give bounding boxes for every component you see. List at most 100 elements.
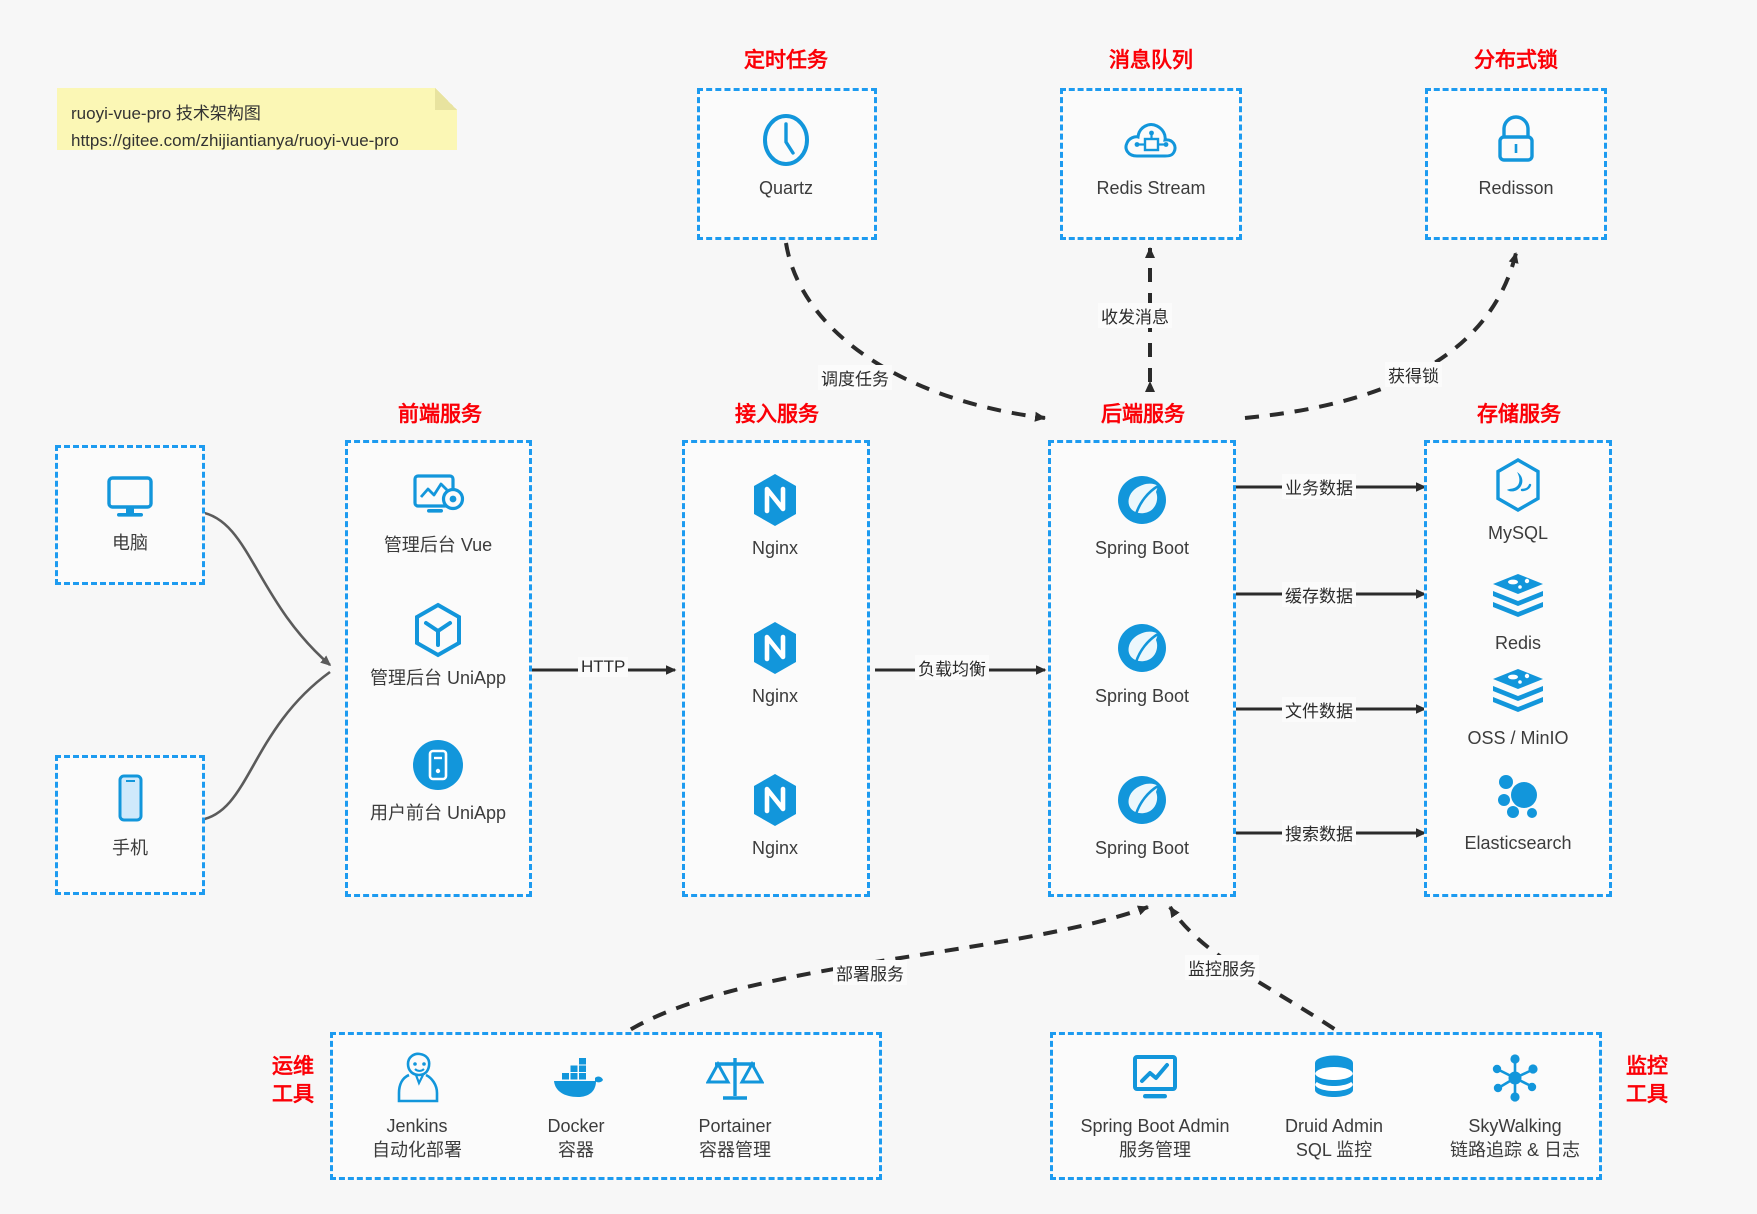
edge-acquire-lock [1244, 252, 1519, 420]
group-box-mq [1060, 88, 1242, 240]
node-label: Redis Stream [1096, 178, 1206, 198]
scales-icon [706, 1048, 764, 1108]
node-mobile[interactable]: 手机 [50, 770, 210, 860]
edge-label-load-balance: 负载均衡 [915, 655, 989, 680]
spring-icon [1114, 470, 1170, 530]
node-admin-uniapp[interactable]: 管理后台 UniApp [358, 600, 518, 690]
node-label: Elasticsearch [1464, 833, 1572, 853]
node-sublabel: 容器 [558, 1140, 594, 1160]
edge-label-search-data: 搜索数据 [1282, 820, 1356, 845]
node-label: Spring Boot [1094, 538, 1190, 558]
spring-icon [1114, 770, 1170, 830]
group-title-monitor-line1: 监控 [1626, 1055, 1668, 1078]
cube-icon [411, 600, 465, 660]
group-title-gateway: 接入服务 [735, 403, 819, 426]
node-spring-boot-admin[interactable]: Spring Boot Admin 服务管理 [1065, 1048, 1245, 1162]
edge-label-schedule-task: 调度任务 [818, 365, 892, 390]
node-label: MySQL [1487, 523, 1548, 543]
node-user-uniapp[interactable]: 用户前台 UniApp [358, 735, 518, 825]
node-springboot-1[interactable]: Spring Boot [1062, 470, 1222, 560]
node-redis[interactable]: Redis [1438, 565, 1598, 655]
node-springboot-3[interactable]: Spring Boot [1062, 770, 1222, 860]
group-title-backend: 后端服务 [1101, 403, 1185, 426]
node-mysql[interactable]: MySQL [1438, 455, 1598, 545]
node-label: 电脑 [112, 533, 148, 553]
node-label: 管理后台 Vue [383, 535, 493, 555]
node-pc[interactable]: 电脑 [50, 465, 210, 555]
node-label: Nginx [751, 538, 799, 558]
desktop-icon [101, 465, 159, 525]
node-sublabel: 容器管理 [699, 1140, 771, 1160]
node-label: Quartz [758, 178, 814, 198]
nginx-icon [749, 618, 801, 678]
node-quartz[interactable]: Quartz [706, 110, 866, 200]
node-oss-minio[interactable]: OSS / MinIO [1438, 660, 1598, 750]
redis-stack-icon [1489, 660, 1547, 720]
mobile-app-icon [410, 735, 466, 795]
dashboard-icon [408, 467, 468, 527]
node-label: Jenkins [386, 1116, 448, 1136]
nginx-icon [749, 470, 801, 530]
group-title-monitor: 监控 工具 [1612, 1053, 1682, 1109]
edge-pc-to-frontend [199, 510, 332, 666]
edge-label-http: HTTP [578, 657, 629, 677]
group-title-devops-line1: 运维 [272, 1055, 314, 1078]
jenkins-icon [390, 1048, 444, 1108]
node-sublabel: 服务管理 [1119, 1140, 1191, 1160]
phone-icon [110, 770, 150, 830]
node-label: OSS / MinIO [1467, 728, 1569, 748]
group-box-devops [330, 1032, 882, 1180]
mysql-icon [1492, 455, 1544, 515]
group-title-devops-line2: 工具 [272, 1083, 314, 1106]
group-box-storage [1424, 440, 1612, 897]
edge-label-cache-data: 缓存数据 [1282, 582, 1356, 607]
group-title-scheduler: 定时任务 [744, 49, 828, 72]
node-label: Druid Admin [1284, 1116, 1384, 1136]
note-line-2: https://gitee.com/zhijiantianya/ruoyi-vu… [71, 131, 399, 150]
edge-label-business-data: 业务数据 [1282, 474, 1356, 499]
docker-icon [546, 1048, 606, 1108]
node-redisson[interactable]: Redisson [1436, 110, 1596, 200]
node-label: Docker [547, 1116, 605, 1136]
group-box-lock [1425, 88, 1607, 240]
node-label: 用户前台 UniApp [369, 803, 507, 823]
edge-mobile-to-frontend [199, 670, 331, 822]
edge-schedule-task [784, 242, 1046, 422]
node-label: Portainer [698, 1116, 772, 1136]
edge-label-acquire-lock: 获得锁 [1385, 362, 1442, 387]
nginx-icon [749, 770, 801, 830]
database-icon [1307, 1048, 1361, 1108]
node-label: 手机 [112, 838, 148, 858]
node-jenkins[interactable]: Jenkins 自动化部署 [337, 1048, 497, 1162]
node-label: Nginx [751, 686, 799, 706]
group-title-devops: 运维 工具 [258, 1053, 328, 1109]
node-label: Redisson [1478, 178, 1554, 198]
node-sublabel: SQL 监控 [1295, 1140, 1373, 1160]
node-nginx-1[interactable]: Nginx [695, 470, 855, 560]
node-druid-admin[interactable]: Druid Admin SQL 监控 [1254, 1048, 1414, 1162]
group-title-storage: 存储服务 [1477, 403, 1561, 426]
group-title-lock: 分布式锁 [1474, 49, 1558, 72]
node-elasticsearch[interactable]: Elasticsearch [1438, 765, 1598, 855]
monitor-chart-icon [1127, 1048, 1183, 1108]
node-redis-stream[interactable]: Redis Stream [1071, 110, 1231, 200]
edge-label-send-receive-msg: 收发消息 [1098, 303, 1172, 328]
node-nginx-3[interactable]: Nginx [695, 770, 855, 860]
node-label: SkyWalking [1468, 1116, 1562, 1136]
group-title-frontend: 前端服务 [398, 403, 482, 426]
node-springboot-2[interactable]: Spring Boot [1062, 618, 1222, 708]
node-sublabel: 链路追踪 & 日志 [1449, 1140, 1580, 1160]
node-portainer[interactable]: Portainer 容器管理 [655, 1048, 815, 1162]
group-box-frontend [345, 440, 532, 897]
node-label: Spring Boot Admin [1080, 1116, 1230, 1136]
node-label: Redis [1494, 633, 1542, 653]
network-node-icon [1488, 1048, 1542, 1108]
edge-label-file-data: 文件数据 [1282, 697, 1356, 722]
node-docker[interactable]: Docker 容器 [496, 1048, 656, 1162]
node-nginx-2[interactable]: Nginx [695, 618, 855, 708]
node-label: 管理后台 UniApp [369, 668, 507, 688]
node-admin-vue[interactable]: 管理后台 Vue [358, 467, 518, 557]
node-skywalking[interactable]: SkyWalking 链路追踪 & 日志 [1425, 1048, 1605, 1162]
clock-icon [758, 110, 814, 170]
note-fold-corner [435, 88, 457, 110]
